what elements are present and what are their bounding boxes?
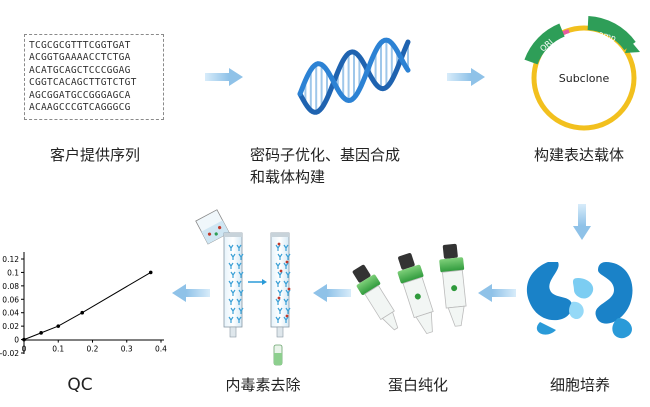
plasmid-icon: ORI amp Subclone (524, 16, 640, 131)
arrow-left-2 (313, 284, 351, 302)
y-tick-label: 0.02 (2, 322, 19, 331)
sequence-line: ACGGTGAAAACCTCTGA (29, 52, 131, 64)
sequence-line: CGGTCACAGCTTGTCTGT (29, 77, 137, 89)
data-point (39, 331, 43, 335)
arrow-left-1 (478, 284, 516, 302)
arrow-right-1 (205, 68, 243, 86)
y-tick-label: 0.06 (2, 295, 19, 304)
step-label-codon-optimization: 密码子优化、基因合成 和载体构建 (250, 144, 450, 188)
endotoxin-removal-icon (195, 209, 291, 366)
sequence-line: AGCGGATGCCGGGAGCA (29, 89, 131, 101)
step-label-vector-construction: 构建表达载体 (533, 146, 624, 164)
step-label-endotoxin-removal: 内毒素去除 (225, 376, 301, 394)
arrow-left-3 (172, 284, 210, 302)
x-tick-label: 0.2 (87, 345, 99, 354)
step-label-codon-line2: 和载体构建 (250, 168, 326, 186)
sequence-box: TCGCGCGTTTCGGTGAT ACGGTGAAAACCTCTGA ACAT… (24, 34, 164, 120)
sequence-line: ACAAGCCCGTCAGGGCG (29, 102, 131, 114)
y-tick-label: 0.04 (2, 309, 19, 318)
x-tick-label: 0.1 (52, 345, 64, 354)
y-tick-label: 0.08 (2, 282, 19, 291)
step-label-cell-culture: 细胞培养 (549, 376, 610, 394)
cells-icon (526, 262, 633, 339)
arrow-down (573, 204, 591, 240)
step-label-customer-sequence: 客户提供序列 (49, 146, 140, 164)
x-tick-label: 0.3 (121, 345, 133, 354)
x-tick-label: 0 (22, 345, 27, 354)
step-label-qc: QC (67, 375, 93, 395)
data-point (148, 270, 153, 275)
sequence-line: ACATGCAGCTCCCGGAG (29, 64, 131, 76)
y-tick-label: -0.02 (0, 349, 19, 358)
y-tick-label: 0.1 (7, 268, 19, 277)
purification-columns-icon (352, 243, 467, 335)
y-tick-label: 0.12 (2, 255, 19, 264)
data-point (80, 310, 85, 315)
y-tick-label: 0 (14, 336, 19, 345)
data-point (22, 337, 26, 342)
arrow-right-2 (447, 68, 485, 86)
step-label-protein-purification: 蛋白纯化 (387, 376, 448, 394)
dna-helix-icon (297, 37, 411, 115)
plasmid-center-label: Subclone (559, 72, 610, 85)
x-tick-label: 0.4 (155, 345, 167, 354)
step-label-codon-line1: 密码子优化、基因合成 (250, 146, 401, 164)
data-point (56, 324, 61, 328)
sequence-line: TCGCGCGTTTCGGTGAT (29, 40, 131, 51)
